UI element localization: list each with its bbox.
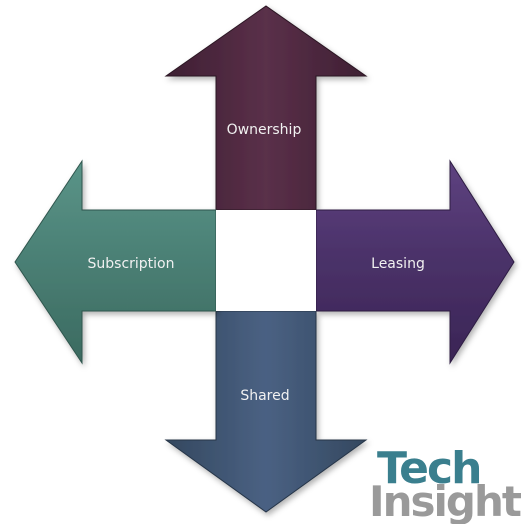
arrow-up: Ownership [164,5,368,211]
arrow-left: Subscription [14,159,217,365]
arrow-right-shape [315,159,515,365]
arrow-down: Shared [164,310,368,513]
arrow-right-label: Leasing [371,256,425,272]
arrow-up-label: Ownership [227,122,302,138]
arrow-right: Leasing [315,159,515,365]
arrow-down-shape [164,310,368,513]
logo-text-insight: Insight [369,477,522,524]
arrow-left-shape [14,159,217,365]
center-square [216,210,316,311]
arrow-up-shape [164,5,368,211]
logo-text-tech: Tech [377,447,482,494]
arrow-left-label: Subscription [88,256,175,272]
techinsight-logo: Tech Insight [369,447,529,524]
arrow-down-label: Shared [240,388,289,404]
